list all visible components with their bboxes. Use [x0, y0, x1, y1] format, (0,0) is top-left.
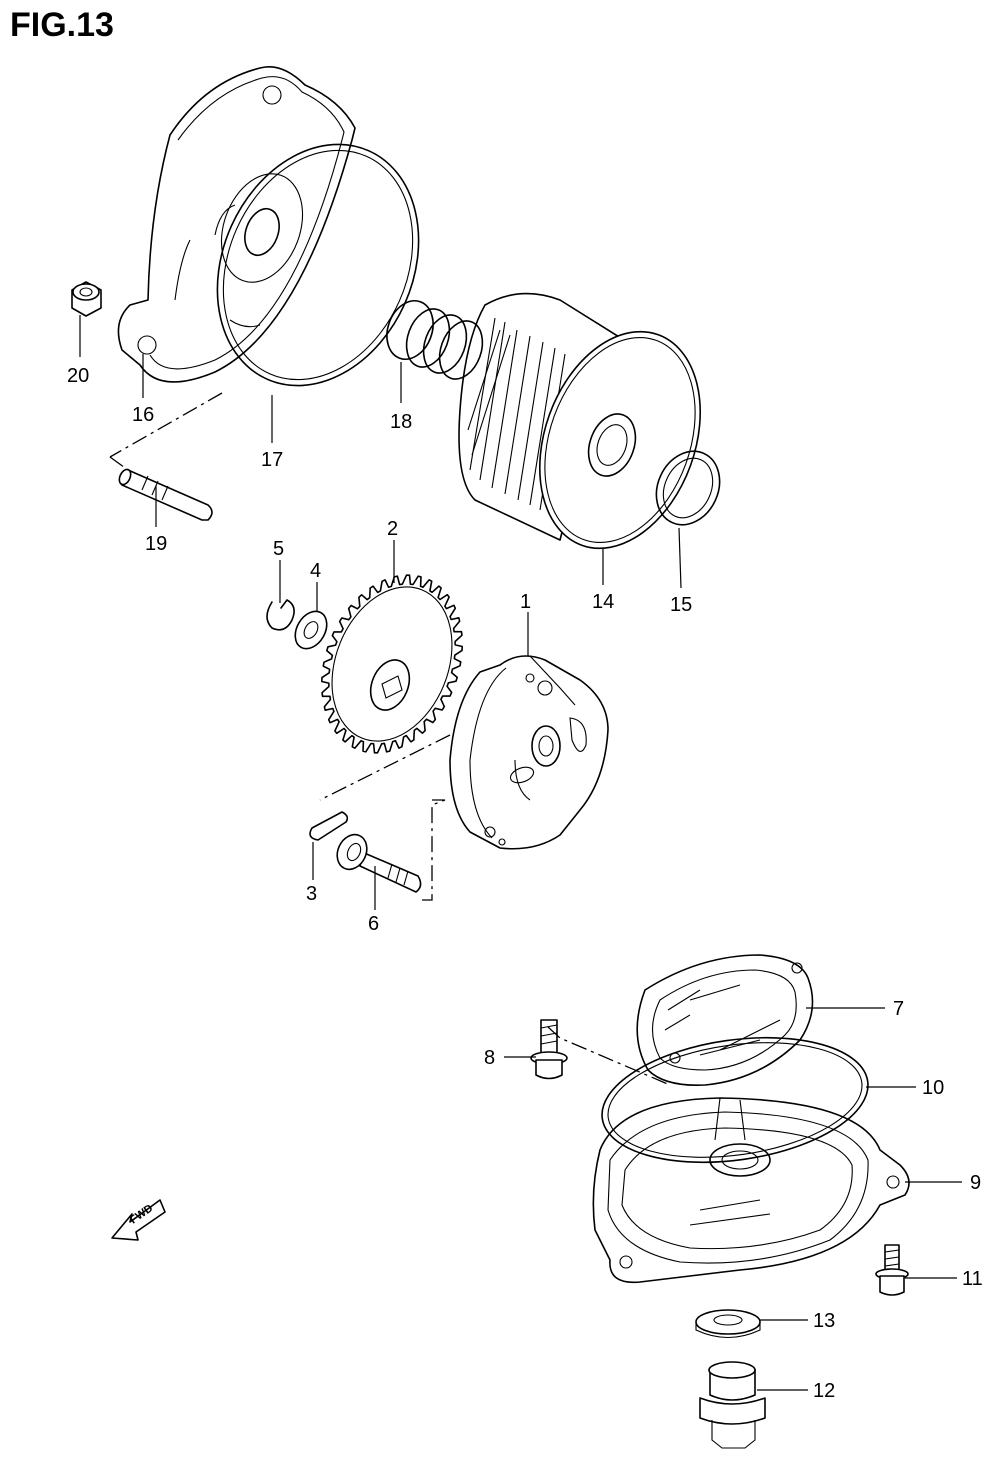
- part-3-dowel-pin: [309, 811, 349, 841]
- part-1-oil-pump: [449, 655, 609, 850]
- callout-9: 9: [970, 1172, 981, 1194]
- figure-title: FIG.13: [10, 6, 114, 44]
- callout-5: 5: [273, 538, 284, 560]
- part-18-spring: [386, 300, 484, 380]
- leader-lines: [79, 315, 962, 1391]
- callout-20: 20: [67, 365, 89, 387]
- part-7-gasket: [636, 954, 814, 1087]
- callout-labels: 1 2 3 4 5 6 7 8 9 10 11 12 13 14 15 16 1…: [67, 365, 983, 1402]
- callout-8: 8: [484, 1047, 495, 1069]
- callout-17: 17: [261, 449, 283, 471]
- callout-6: 6: [368, 913, 379, 935]
- callout-11: 11: [962, 1268, 983, 1290]
- part-2-gear: [321, 574, 463, 754]
- forward-arrow-icon: FWD: [111, 1199, 166, 1241]
- part-8-bolt: [530, 1019, 568, 1080]
- centerline-3: [319, 734, 451, 801]
- centerline-6: [422, 799, 446, 901]
- part-16-filter-cover: [117, 66, 356, 383]
- part-6-bolt: [336, 833, 422, 893]
- callout-13: 13: [813, 1310, 835, 1332]
- callout-15: 15: [670, 594, 692, 616]
- part-15-o-ring: [655, 450, 721, 526]
- callout-7: 7: [893, 998, 904, 1020]
- part-19-shaft: [118, 468, 213, 521]
- callout-14: 14: [592, 591, 614, 613]
- callout-3: 3: [306, 883, 317, 905]
- callout-18: 18: [390, 411, 412, 433]
- centerline-16-19: [109, 392, 223, 471]
- callout-10: 10: [922, 1077, 944, 1099]
- part-12-drain-plug: [699, 1361, 766, 1449]
- part-14-oil-filter: [458, 292, 702, 550]
- part-4-washer: [294, 610, 328, 650]
- callout-4: 4: [310, 560, 321, 582]
- part-13-washer: [695, 1309, 761, 1338]
- callout-1: 1: [520, 591, 531, 613]
- part-11-bolt: [875, 1244, 909, 1296]
- part-5-circlip: [266, 599, 295, 631]
- callout-2: 2: [387, 518, 398, 540]
- part-9-sump-cover: [592, 1097, 910, 1284]
- callout-19: 19: [145, 533, 167, 555]
- callout-16: 16: [132, 404, 154, 426]
- part-10-o-ring: [601, 1036, 869, 1164]
- part-20-nut: [71, 281, 102, 317]
- callout-12: 12: [813, 1380, 835, 1402]
- part-17-o-ring: [216, 143, 420, 387]
- centerline-8: [547, 1026, 671, 1086]
